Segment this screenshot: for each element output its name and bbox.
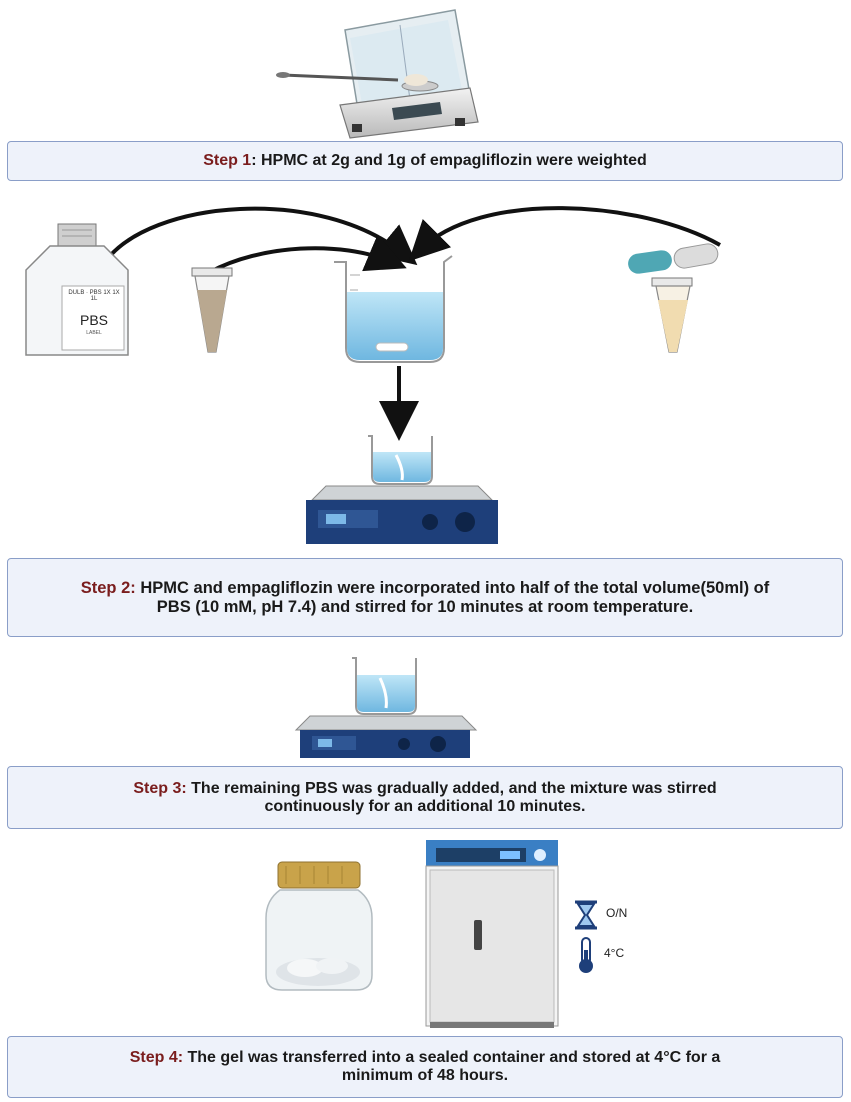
step-1-box: Step 1: HPMC at 2g and 1g of empaglifloz… — [7, 141, 843, 181]
tube-icon-2 — [651, 277, 693, 353]
balance-icon — [276, 9, 479, 139]
step-1-label: Step 1 — [203, 152, 252, 169]
step-3-label: Step 3: — [133, 779, 187, 797]
step-4-label: Step 4: — [129, 1049, 184, 1066]
time-label: O/N — [606, 906, 628, 920]
step-2-box: Step 2: HPMC and empagliflozin were inco… — [7, 558, 843, 637]
step-2-label: Step 2: — [80, 578, 136, 597]
step-3-text: The remaining PBS was gradually added, a… — [186, 779, 717, 815]
temp-label: 4°C — [604, 946, 625, 960]
stirrer-icon-2 — [294, 657, 478, 758]
beaker-icon — [334, 255, 453, 363]
bottle-small-text-3: LABEL — [86, 330, 102, 336]
fridge-icon — [425, 840, 559, 1028]
bottle-small-text-1: DULB · PBS 1X 1X — [68, 290, 120, 296]
capsule-icon — [628, 243, 719, 274]
stirrer-icon — [306, 435, 498, 544]
step-4-text: The gel was transferred into a sealed co… — [183, 1049, 721, 1084]
step-4-box: Step 4: The gel was transferred into a s… — [7, 1036, 843, 1098]
tube-icon — [191, 267, 233, 353]
step-1-sep: : — [251, 152, 257, 169]
step-3-box: Step 3: The remaining PBS was gradually … — [7, 766, 843, 829]
bottle-label-area: DULB · PBS 1X 1X 1L PBS LABEL — [64, 290, 124, 336]
bottle-small-text-2: 1L — [90, 296, 98, 302]
hourglass-icon — [575, 900, 597, 930]
step-1-text: HPMC at 2g and 1g of empagliflozin were … — [256, 152, 647, 169]
step-2-text: HPMC and empagliflozin were incorporated… — [135, 578, 770, 616]
bottle-label: PBS — [79, 312, 108, 328]
thermometer-icon — [579, 937, 593, 973]
pbs-bottle-icon — [25, 223, 129, 356]
jar-icon — [265, 861, 373, 991]
